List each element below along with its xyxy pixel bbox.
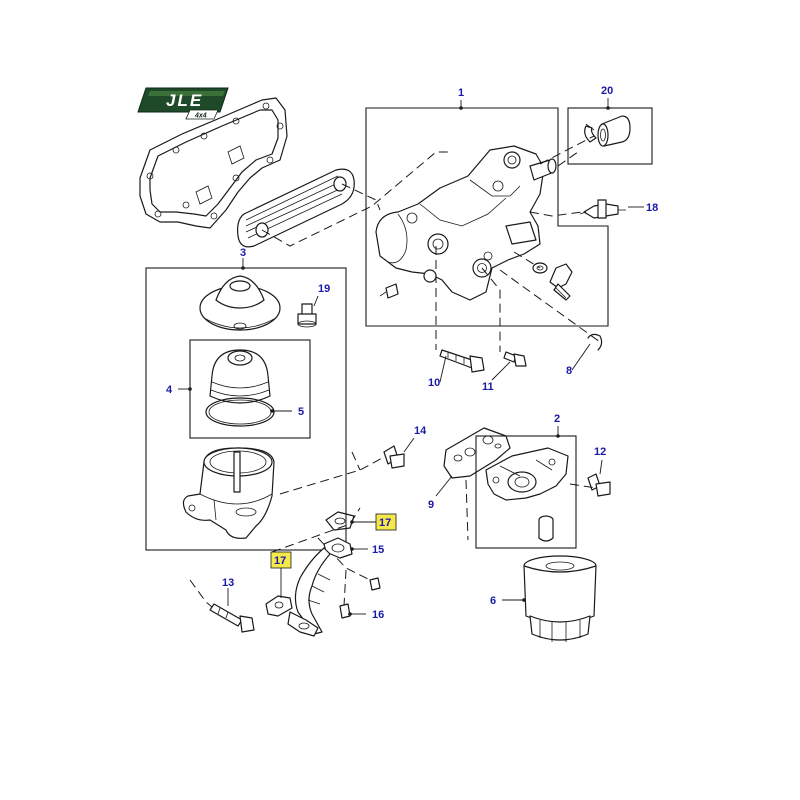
temperature-sensor (579, 199, 626, 219)
o-ring-seal (587, 333, 603, 351)
callout-11: 11 (482, 381, 494, 393)
callout-9: 9 (428, 499, 434, 511)
oil-feed-pipe (287, 537, 353, 637)
assembly-lines-top (261, 135, 601, 352)
leader-19 (313, 295, 319, 307)
filter-element (209, 349, 271, 404)
callout-5: 5 (298, 406, 304, 418)
pipe-bolts (339, 577, 381, 619)
jle-logo: JLE 4x4 (137, 87, 229, 120)
leader-dots (188, 106, 610, 616)
filter-cap (199, 275, 281, 331)
connector-frame (567, 107, 653, 165)
leader-11 (491, 361, 511, 381)
callout-3: 3 (240, 247, 246, 259)
callout-17-lower-label: 17 (274, 555, 286, 567)
logo-text: JLE (166, 91, 203, 110)
callout-10: 10 (428, 377, 440, 389)
pipe-gasket-lower (265, 595, 293, 617)
drain-plug (532, 262, 573, 301)
callout-17-upper: 17 (375, 513, 397, 531)
filter-housing-base (182, 447, 275, 539)
short-bolt (503, 351, 527, 367)
leader-8 (571, 343, 591, 371)
callout-14: 14 (414, 425, 427, 437)
housing-bolt (379, 283, 399, 299)
callout-16: 16 (372, 609, 384, 621)
assembly-lines-adapter (465, 479, 597, 541)
callout-17-lower-box (270, 551, 292, 569)
leader-12 (599, 459, 603, 475)
callout-17-upper-box (375, 513, 397, 531)
leader-9 (435, 475, 453, 497)
callout-17-lower: 17 (270, 551, 292, 569)
adapter-gasket (443, 427, 511, 479)
callout-18: 18 (646, 202, 658, 214)
callout-8: 8 (566, 365, 572, 377)
callout-15: 15 (372, 544, 384, 556)
callout-2: 2 (554, 413, 560, 425)
logo-sub-badge (185, 109, 219, 120)
callout-labels: 1 20 18 3 19 4 5 8 10 11 14 2 12 9 15 13… (166, 85, 658, 621)
filter-adapter (485, 447, 569, 501)
oil-cooler-gasket (139, 97, 288, 229)
logo-stripe (148, 91, 225, 96)
long-bolt (439, 349, 485, 373)
leader-10 (439, 355, 447, 383)
oil-filter-canister (523, 555, 597, 642)
oil-cooler (237, 168, 355, 248)
callout-1: 1 (458, 87, 464, 99)
callout-20: 20 (601, 85, 613, 97)
adapter-bolt (587, 473, 611, 497)
logo-subtext: 4x4 (194, 113, 207, 120)
housing-mount-bolt (383, 445, 405, 469)
sensor-connector (584, 115, 631, 147)
housing-long-bolt (209, 603, 255, 633)
callout-19: 19 (318, 283, 330, 295)
cap-bolt (297, 303, 317, 328)
callout-13: 13 (222, 577, 234, 589)
housing-frame (365, 107, 609, 327)
filter-housing-frame (145, 267, 347, 551)
adapter-frame (475, 435, 577, 549)
callout-17-upper-label: 17 (379, 517, 391, 529)
oil-filter-housing (375, 145, 557, 301)
adapter-sleeve (538, 515, 554, 542)
callout-6: 6 (490, 595, 496, 607)
callout-12: 12 (594, 446, 606, 458)
leader-14 (403, 437, 415, 453)
callout-4: 4 (166, 384, 173, 396)
